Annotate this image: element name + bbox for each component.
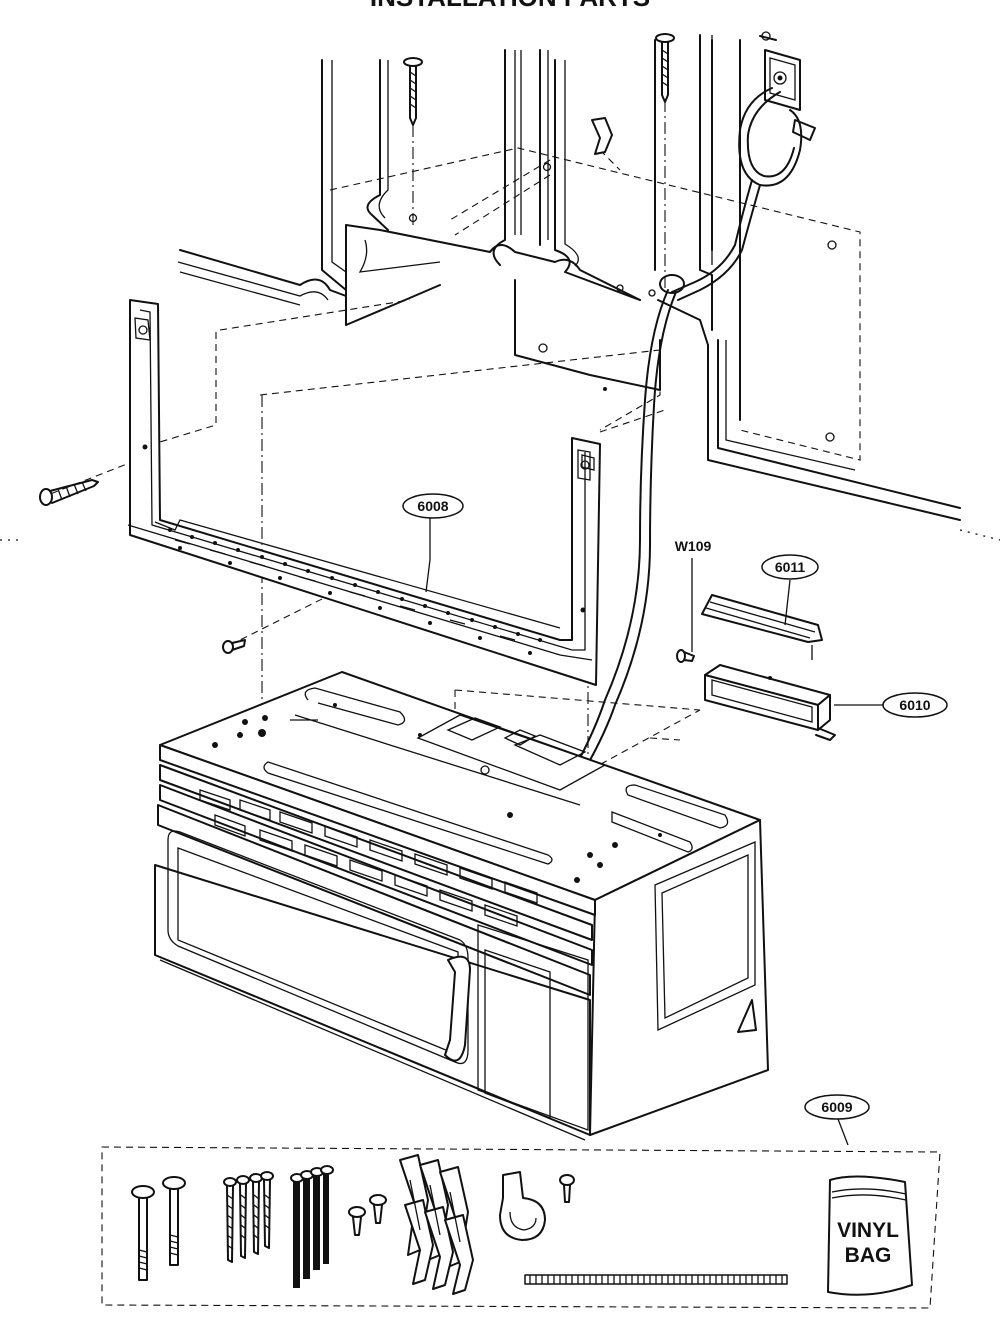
toggle-bolts xyxy=(290,1165,334,1288)
wall-cabinet xyxy=(177,31,961,801)
serrated-strip xyxy=(524,1274,788,1285)
vinyl-bag-label-line1: VINYL xyxy=(837,1219,899,1242)
callout-6011: 6011 xyxy=(761,554,819,626)
wall-bolts xyxy=(403,33,675,155)
callout-w109: W109 xyxy=(675,538,712,652)
callout-label-6010: 6010 xyxy=(899,697,930,713)
wood-screws xyxy=(223,1171,274,1263)
wall-holes xyxy=(408,162,837,442)
lag-bolt-left xyxy=(39,479,99,506)
screw-w109 xyxy=(676,649,695,663)
screw-mid-left xyxy=(222,639,246,654)
callout-label-6008: 6008 xyxy=(417,498,448,514)
hardware-kit: VINYL BAG xyxy=(101,1146,941,1309)
damper-plate xyxy=(701,594,823,643)
cord-clamp xyxy=(499,1171,575,1241)
damper-box xyxy=(704,664,836,741)
vinyl-bag-label-line2: BAG xyxy=(845,1244,892,1267)
toggle-wings xyxy=(399,1154,474,1295)
callout-label-6011: 6011 xyxy=(775,559,806,575)
mounting-plate xyxy=(127,299,601,686)
callout-6009: 6009 xyxy=(804,1094,870,1146)
diagram-title: INSTALLATION PARTS xyxy=(370,0,650,12)
microwave-oven xyxy=(154,671,769,1141)
projection-lines xyxy=(0,100,1000,855)
callout-label-w109: W109 xyxy=(675,538,712,554)
vinyl-bag: VINYL BAG xyxy=(827,1175,913,1296)
callout-label-6009: 6009 xyxy=(821,1099,852,1115)
callout-6010: 6010 xyxy=(834,692,948,718)
bolts xyxy=(131,1176,186,1281)
callout-6008: 6008 xyxy=(402,493,464,593)
small-screws xyxy=(348,1194,387,1236)
